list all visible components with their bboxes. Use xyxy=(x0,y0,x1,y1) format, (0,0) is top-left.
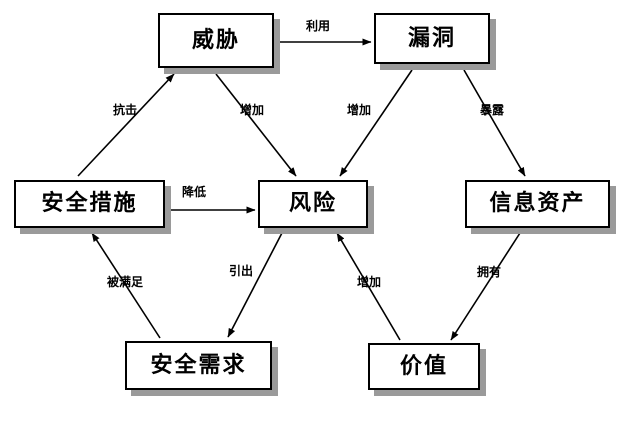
node-security-control-label: 安全措施 xyxy=(41,191,138,216)
edge-label-threat-increases-risk: 增加 xyxy=(240,103,265,117)
node-value-label: 价值 xyxy=(399,353,448,379)
edge-label-threat-exploits-vuln: 利用 xyxy=(306,19,331,33)
edge-vuln-exposes-asset xyxy=(463,69,526,177)
edge-label-vuln-exposes-asset: 暴露 xyxy=(480,103,505,117)
edge-control-resists-threat xyxy=(77,73,175,177)
node-threat-label: 威胁 xyxy=(191,27,240,53)
node-vulnerability[interactable]: 漏洞 xyxy=(374,13,490,64)
edge-label-vuln-increases-risk: 增加 xyxy=(347,103,372,117)
edge-asset-has-value xyxy=(450,232,521,341)
edge-label-risk-derives-requirement: 引出 xyxy=(229,264,254,278)
edge-risk-derives-requirement xyxy=(227,230,284,338)
node-information-asset[interactable]: 信息资产 xyxy=(465,180,610,228)
node-vulnerability-label: 漏洞 xyxy=(407,25,456,51)
edge-label-requirement-satisfied-by-control: 被满足 xyxy=(107,275,144,289)
edge-label-control-resists-threat: 抗击 xyxy=(113,103,138,117)
edge-threat-increases-risk xyxy=(215,73,297,177)
edge-label-control-reduces-risk: 降低 xyxy=(182,185,207,199)
node-value[interactable]: 价值 xyxy=(368,343,480,390)
node-risk-label: 风险 xyxy=(288,191,337,216)
edge-label-value-increases-risk: 增加 xyxy=(357,275,382,289)
node-threat[interactable]: 威胁 xyxy=(158,13,274,68)
node-security-control[interactable]: 安全措施 xyxy=(14,180,165,228)
node-security-requirement-label: 安全需求 xyxy=(150,352,247,378)
edge-vuln-increases-risk xyxy=(339,69,413,177)
edge-value-increases-risk xyxy=(336,232,401,341)
node-information-asset-label: 信息资产 xyxy=(489,191,586,216)
edge-requirement-satisfied-by-control xyxy=(91,232,161,339)
node-security-requirement[interactable]: 安全需求 xyxy=(125,341,272,390)
edge-label-asset-has-value: 拥有 xyxy=(477,265,502,279)
node-risk[interactable]: 风险 xyxy=(258,180,368,228)
